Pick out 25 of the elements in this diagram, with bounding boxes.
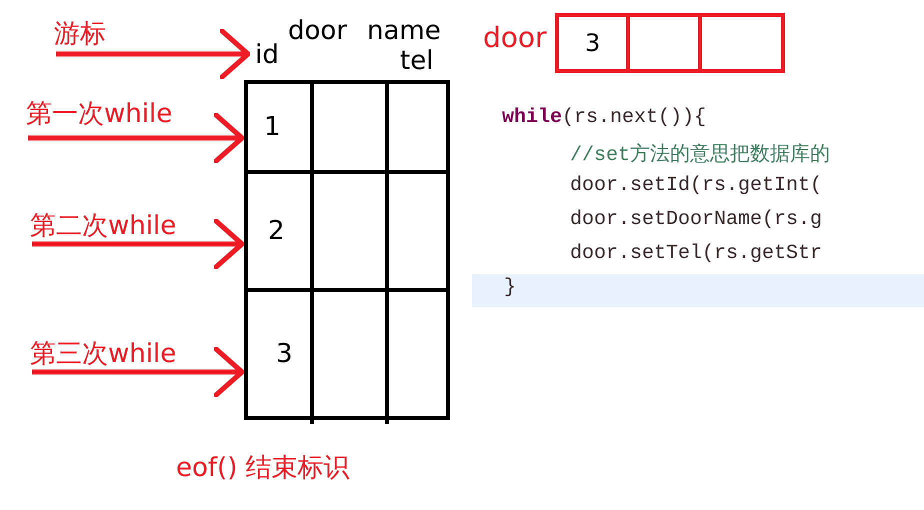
code-comment: //set方法的意思把数据库的 [570, 142, 830, 167]
array-box [555, 13, 785, 73]
column-header: id [250, 38, 284, 72]
iteration-label: 第三次while [30, 336, 196, 372]
column-header: tel [400, 46, 434, 76]
cursor-label: 游标 [54, 16, 118, 54]
code-line: door.setDoorName(rs.g [570, 208, 822, 231]
arrow [28, 112, 244, 164]
iteration-label: 第二次while [30, 208, 196, 244]
variable-label: door [483, 21, 547, 54]
column-header: name [367, 16, 441, 46]
cell-value: 1 [264, 112, 281, 142]
code-line: } [504, 276, 516, 299]
code-line: door.setTel(rs.getStr [570, 242, 822, 265]
arrow [56, 28, 250, 80]
cell-value: 3 [585, 29, 600, 57]
cell-value: 3 [276, 339, 293, 369]
cell-value: 2 [268, 216, 285, 246]
code-line: while(rs.next()){ [502, 106, 706, 129]
arrow [32, 346, 244, 398]
code-line: door.setId(rs.getInt( [570, 174, 822, 197]
column-header: door [288, 16, 348, 46]
iteration-label: 第一次while [26, 96, 192, 138]
end-marker-label: eof() 结束标识 [176, 452, 350, 485]
arrow [32, 218, 244, 270]
